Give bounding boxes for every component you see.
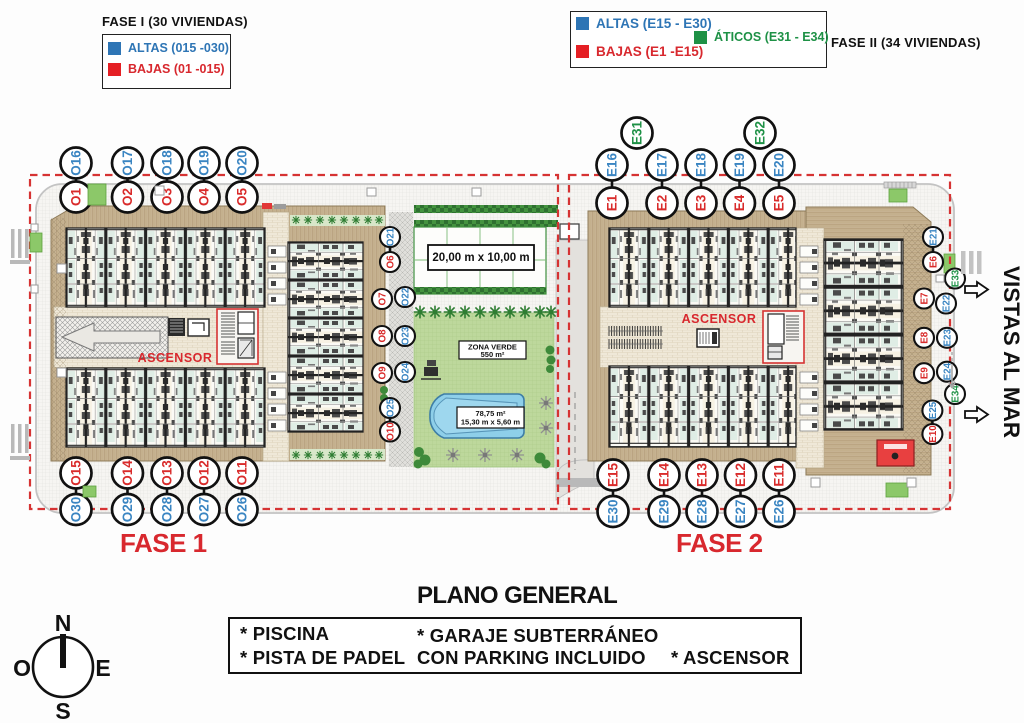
svg-text:E2: E2 [655,195,670,212]
svg-text:78,75 m²: 78,75 m² [475,409,506,418]
svg-text:O7: O7 [378,292,389,306]
svg-text:E16: E16 [605,153,620,178]
svg-text:O19: O19 [197,150,212,176]
svg-text:O10: O10 [386,422,397,441]
svg-text:E9: E9 [920,367,931,380]
svg-text:O22: O22 [401,287,412,306]
svg-text:O21: O21 [386,227,397,246]
svg-text:O28: O28 [160,496,175,522]
svg-text:E12: E12 [733,463,748,487]
svg-text:E13: E13 [695,463,710,488]
svg-text:O24: O24 [401,362,412,381]
svg-text:O23: O23 [401,326,412,345]
svg-text:O4: O4 [197,188,212,207]
svg-text:O6: O6 [386,255,397,269]
svg-text:O18: O18 [160,150,175,176]
svg-text:E15: E15 [606,463,621,488]
svg-text:E6: E6 [929,255,940,268]
svg-text:O20: O20 [235,150,250,176]
svg-text:O25: O25 [386,398,397,417]
svg-text:E33: E33 [951,269,962,287]
svg-text:E20: E20 [772,153,787,177]
svg-text:E: E [95,655,110,681]
svg-text:O16: O16 [69,150,84,176]
svg-text:E11: E11 [772,463,787,487]
svg-text:E24: E24 [943,362,954,380]
svg-text:550 m²: 550 m² [481,350,505,359]
svg-text:O29: O29 [120,497,135,523]
svg-text:O2: O2 [120,188,135,206]
svg-text:E32: E32 [753,121,768,145]
svg-text:O1: O1 [69,188,84,207]
svg-text:O9: O9 [378,366,389,380]
svg-text:E19: E19 [732,153,747,177]
svg-text:E27: E27 [733,499,748,523]
svg-text:O8: O8 [378,329,389,343]
svg-text:O12: O12 [197,460,212,486]
svg-text:E30: E30 [606,499,621,523]
svg-text:E34: E34 [951,385,962,403]
svg-text:O17: O17 [120,150,135,176]
svg-text:E7: E7 [920,292,931,305]
svg-text:E25: E25 [928,401,939,419]
svg-text:E23: E23 [943,329,954,347]
svg-text:E5: E5 [772,194,787,211]
svg-text:E4: E4 [732,194,747,211]
svg-text:S: S [55,698,70,723]
svg-text:O5: O5 [235,188,250,207]
svg-text:E1: E1 [605,194,620,211]
svg-text:E28: E28 [695,499,710,524]
svg-text:ASCENSOR: ASCENSOR [138,351,213,365]
svg-text:O27: O27 [197,497,212,523]
svg-text:20,00 m x 10,00 m: 20,00 m x 10,00 m [432,252,529,264]
svg-text:E26: E26 [772,499,787,524]
svg-text:E3: E3 [694,194,709,211]
svg-text:O26: O26 [235,496,250,522]
svg-text:ASCENSOR: ASCENSOR [682,312,757,326]
svg-text:N: N [55,610,72,636]
svg-text:E10: E10 [928,425,939,443]
svg-text:E29: E29 [657,499,672,523]
svg-text:E21: E21 [929,228,940,246]
svg-text:15,30 m x 5,60 m: 15,30 m x 5,60 m [461,418,521,427]
svg-text:O15: O15 [69,460,84,486]
svg-text:O30: O30 [69,497,84,523]
svg-text:O13: O13 [160,460,175,486]
svg-text:E14: E14 [657,463,672,488]
svg-text:O14: O14 [120,460,135,486]
svg-text:E17: E17 [655,153,670,177]
svg-text:E8: E8 [920,331,931,344]
svg-text:E22: E22 [942,294,953,312]
svg-text:E31: E31 [630,121,645,146]
svg-text:E18: E18 [694,153,709,178]
svg-text:O: O [13,655,31,681]
svg-text:O11: O11 [235,460,250,485]
svg-text:ZONA VERDE: ZONA VERDE [468,343,517,352]
svg-text:VISTAS AL MAR: VISTAS AL MAR [999,266,1024,438]
